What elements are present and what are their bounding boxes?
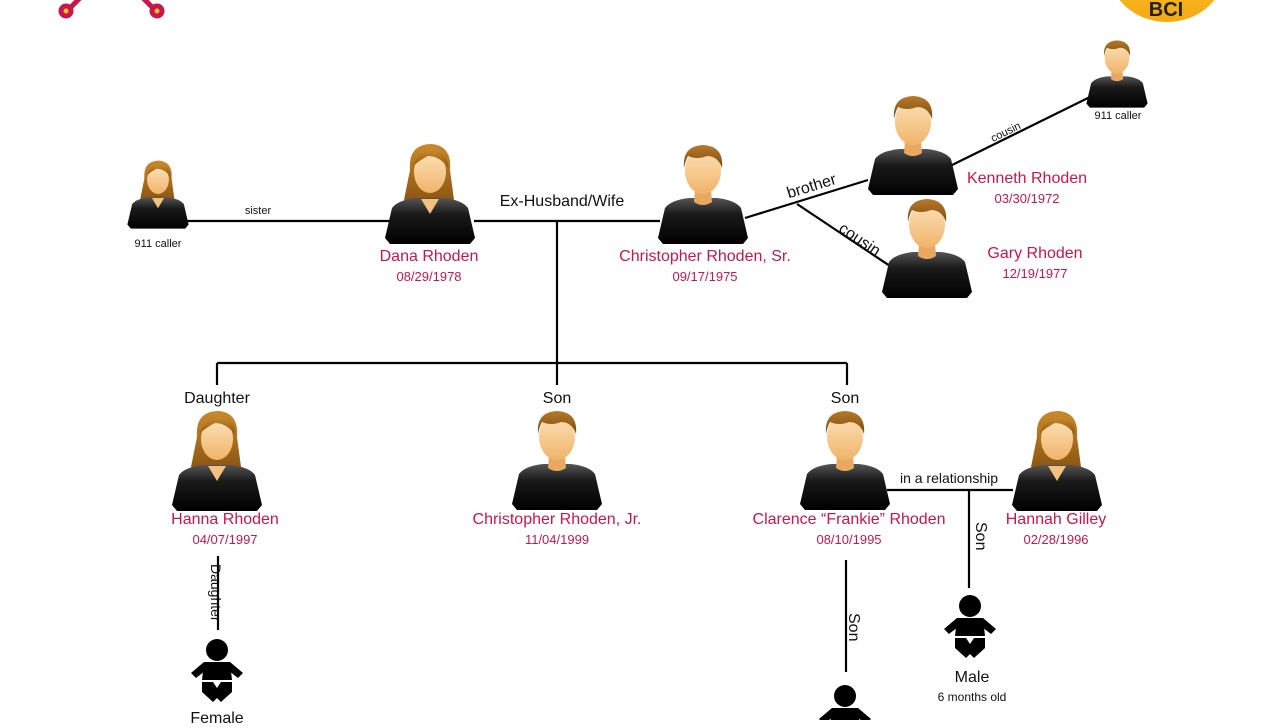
person-dob-chris-jr: 11/04/1999 [524,532,590,547]
avatar-hanna-rhoden [172,411,262,511]
person-dob-hannah-gilley: 02/28/1996 [1023,532,1089,547]
avatar-christopher-rhoden-jr [512,411,602,510]
person-dob-hanna: 04/07/1997 [192,532,258,547]
baby-male-age: 6 months old [937,690,1007,704]
caller-left-caption: 911 caller [134,238,182,250]
relation-daughter-label: Daughter [184,390,250,407]
baby-son-icon [819,685,871,720]
avatar-male-911-caller-right [1086,40,1148,108]
person-dob-kenneth: 03/30/1972 [994,191,1060,206]
baby-female-icon [191,639,243,702]
connector-lines [185,95,1093,672]
avatar-clarence-frankie-rhoden [800,411,890,510]
logo-badge [1119,0,1215,22]
person-dob-frankie: 08/10/1995 [816,532,882,547]
network-icon [58,0,165,19]
relation-son-label: Son [542,390,572,407]
avatar-christopher-rhoden-sr [658,145,748,244]
person-name-kenneth: Kenneth Rhoden [966,170,1088,187]
relation-frankie-son-label: Son [845,613,862,642]
baby-female-label: Female [190,710,244,727]
avatar-dana-rhoden [385,144,475,244]
baby-male-label: Male [954,669,990,686]
person-name-chris-sr: Christopher Rhoden, Sr. [619,248,791,265]
relation-ex-spouse-label: Ex-Husband/Wife [499,193,625,210]
avatar-female-911-caller-left [127,160,189,229]
relation-hanna-daughter-label: Daughter [208,564,224,622]
person-name-gary: Gary Rhoden [987,245,1083,262]
person-name-dana: Dana Rhoden [379,248,479,265]
relation-sister-label: sister [244,205,272,217]
person-dob-dana: 08/29/1978 [396,269,462,284]
person-dob-gary: 12/19/1977 [1002,266,1068,281]
person-name-hannah-gilley: Hannah Gilley [1005,511,1107,528]
relation-son-label-right: Son [830,390,860,407]
caller-right-caption: 911 caller [1094,110,1142,122]
person-name-frankie: Clarence “Frankie” Rhoden [752,511,946,528]
avatar-gary-rhoden [882,199,972,298]
baby-male-icon [944,595,996,658]
relation-in-relationship-label: in a relationship [899,470,999,486]
avatar-kenneth-rhoden [868,96,958,195]
logo-text: BCI [1149,0,1183,21]
relation-hannah-son-label: Son [972,522,989,551]
person-name-chris-jr: Christopher Rhoden, Jr. [472,511,642,528]
person-name-hanna: Hanna Rhoden [171,511,279,528]
avatar-hannah-gilley [1012,411,1102,511]
person-dob-chris-sr: 09/17/1975 [672,269,738,284]
